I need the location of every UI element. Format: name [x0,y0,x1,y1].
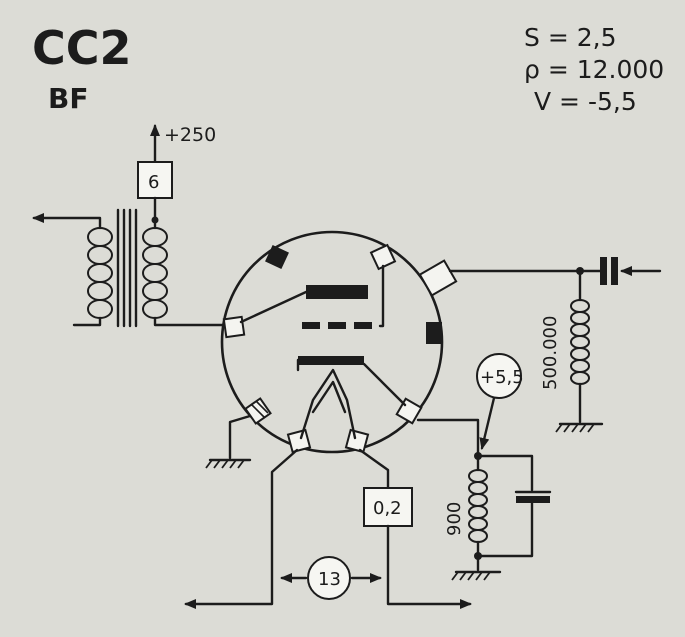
param-v: V = -5,5 [534,87,637,116]
ground-symbol [451,570,502,581]
tube-function: BF [48,82,88,115]
supply-label: +250 [164,124,216,146]
shield-ground-wire [228,414,252,460]
cathode-voltage-label: +5,5 [480,367,524,388]
ground-symbol [205,458,252,469]
pin-blind [265,245,289,269]
filament-outer [299,368,357,440]
pin-g2 [369,243,397,271]
grid-resistor-coil-back [570,299,581,385]
cathode-voltage-pointer [479,396,496,450]
filament-resistor-label: 0,2 [373,498,402,519]
pin-filament-left [286,428,312,454]
grid-segment [328,322,346,329]
capacitor-plate [611,257,618,285]
output-transformer [32,208,232,328]
cathode-electrode [298,356,364,365]
filament-right-lead-top [358,448,390,490]
bypass-capacitor-plate-solid [516,496,550,503]
cathode-connection [362,362,407,407]
filament-inner [311,380,347,414]
tube-name: CC2 [32,21,132,75]
cathode-voltage-circle [476,353,522,399]
primary-coil [142,227,156,319]
pin-filament-right [344,428,370,454]
primary-lower-lead [153,316,232,327]
filament-right-lead [386,524,472,609]
secondary-coil-inner [99,227,113,319]
cathode-wire [416,418,480,458]
filament-voltage-label: 13 [318,569,341,590]
param-rho: ρ = 12.000 [524,55,664,84]
plate-connection [239,290,308,324]
anode-resistor-label: 6 [148,172,159,193]
secondary-lower-lead [72,316,102,327]
grid-segment [302,322,320,329]
primary-coil-inner [154,227,168,319]
pin-top-cap [418,259,458,297]
secondary-coil [87,227,101,319]
grid-resistor-label: 500.000 [540,316,561,390]
cathode-resistor-coil [477,469,488,543]
filament-left-lead [184,448,299,609]
param-s: S = 2,5 [524,23,616,52]
pin-solid-right [426,322,442,344]
capacitor-plate [600,257,607,285]
cathode-resistor-label: 900 [444,502,465,536]
grid-segment [354,322,372,329]
bypass-capacitor-top [476,454,534,492]
output-arrow [32,213,102,230]
filament-resistor-box [363,487,413,527]
filament-voltage-circle [307,556,351,600]
ground-symbol [555,422,604,433]
cathode-resistor-coil-back [468,469,479,543]
pin-shield-hatch [250,403,266,419]
grid-connection [378,264,385,328]
pin-cathode [395,397,423,425]
grid-resistor-coil [579,299,590,385]
pin-anode [222,315,246,339]
plate-electrode [306,285,368,299]
bypass-capacitor-bottom [476,501,534,558]
pin-shield-hatch [255,400,269,414]
